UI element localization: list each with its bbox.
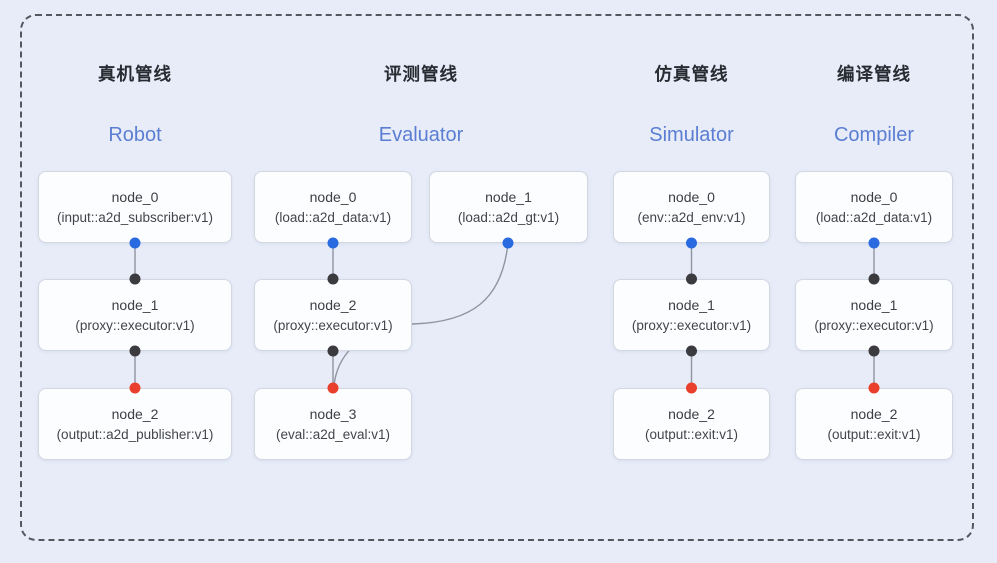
node-box-compiler-node_2[interactable]: node_2 (output::exit:v1) <box>795 388 953 460</box>
pipeline-title-zh-compiler: 编译管线 <box>837 64 911 84</box>
node-type: (output::exit:v1) <box>644 426 739 442</box>
node-type: (load::a2d_data:v1) <box>815 209 933 225</box>
node-type: (output::exit:v1) <box>827 426 921 442</box>
node-box-evaluator-node_3[interactable]: node_3 (eval::a2d_eval:v1) <box>254 388 412 460</box>
node-box-compiler-node_1[interactable]: node_1 (proxy::executor:v1) <box>795 279 953 351</box>
node-type: (proxy::executor:v1) <box>814 317 934 333</box>
node-box-evaluator-node_1[interactable]: node_1 (load::a2d_gt:v1) <box>429 171 588 243</box>
node-name: node_2 <box>850 405 898 422</box>
node-type: (proxy::executor:v1) <box>631 317 752 333</box>
pipeline-title-en-robot: Robot <box>108 124 162 146</box>
node-box-evaluator-node_0[interactable]: node_0 (load::a2d_data:v1) <box>254 171 412 243</box>
node-type: (eval::a2d_eval:v1) <box>275 426 391 442</box>
node-name: node_1 <box>668 296 715 313</box>
node-name: node_0 <box>111 188 159 205</box>
node-box-robot-node_1[interactable]: node_1 (proxy::executor:v1) <box>38 279 232 351</box>
node-name: node_1 <box>850 296 898 313</box>
pipeline-title-en-compiler: Compiler <box>833 124 915 146</box>
node-name: node_1 <box>111 296 159 313</box>
dashed-frame <box>20 14 974 541</box>
node-name: node_3 <box>309 405 357 422</box>
node-name: node_0 <box>668 188 715 205</box>
node-name: node_2 <box>309 296 357 313</box>
node-box-robot-node_2[interactable]: node_2 (output::a2d_publisher:v1) <box>38 388 232 460</box>
node-box-compiler-node_0[interactable]: node_0 (load::a2d_data:v1) <box>795 171 953 243</box>
node-name: node_2 <box>668 405 715 422</box>
node-name: node_1 <box>485 188 532 205</box>
node-box-robot-node_0[interactable]: node_0 (input::a2d_subscriber:v1) <box>38 171 232 243</box>
pipeline-title-en-simulator: Simulator <box>649 124 734 146</box>
node-name: node_0 <box>309 188 357 205</box>
pipeline-title-zh-simulator: 仿真管线 <box>654 64 729 84</box>
node-type: (load::a2d_data:v1) <box>274 209 392 225</box>
node-type: (proxy::executor:v1) <box>75 317 195 333</box>
node-type: (proxy::executor:v1) <box>273 317 393 333</box>
node-type: (env::a2d_env:v1) <box>637 209 746 225</box>
node-box-simulator-node_0[interactable]: node_0 (env::a2d_env:v1) <box>613 171 770 243</box>
node-name: node_0 <box>850 188 898 205</box>
pipeline-title-zh-evaluator: 评测管线 <box>384 64 458 84</box>
pipeline-title-en-evaluator: Evaluator <box>378 124 464 146</box>
node-box-simulator-node_1[interactable]: node_1 (proxy::executor:v1) <box>613 279 770 351</box>
node-box-simulator-node_2[interactable]: node_2 (output::exit:v1) <box>613 388 770 460</box>
node-type: (load::a2d_gt:v1) <box>457 209 560 225</box>
node-name: node_2 <box>111 405 159 422</box>
node-type: (output::a2d_publisher:v1) <box>56 426 214 442</box>
pipeline-title-zh-robot: 真机管线 <box>98 64 172 84</box>
node-type: (input::a2d_subscriber:v1) <box>56 209 214 225</box>
node-box-evaluator-node_2[interactable]: node_2 (proxy::executor:v1) <box>254 279 412 351</box>
